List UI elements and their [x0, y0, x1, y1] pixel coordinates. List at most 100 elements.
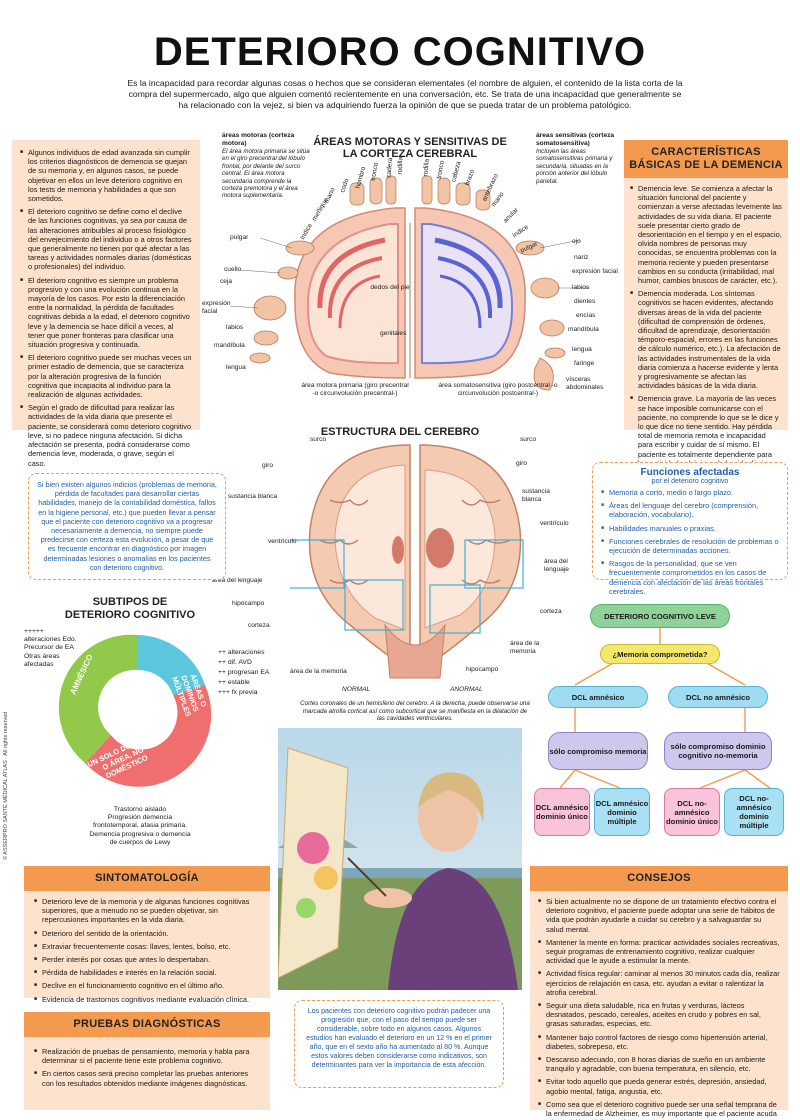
motor-label: rodilla	[396, 156, 405, 175]
list-item: El deterioro cognitivo puede ser muchas …	[20, 353, 192, 399]
brain-structure-title: ESTRUCTURA DEL CEREBRO	[320, 426, 480, 438]
list-item: Perder interés por cosas que antes lo de…	[34, 955, 260, 964]
list-item: En ciertos casos será preciso completar …	[34, 1069, 260, 1087]
advice-list: Si bien actualmente no se dispone de un …	[530, 891, 788, 1120]
note-line: de cuerpos de Lewy	[109, 838, 171, 846]
structure-label: hipocampo	[232, 600, 265, 607]
structure-label: surco	[310, 436, 327, 443]
note-line: ++ estable	[218, 679, 250, 686]
flow-node-non-memory-only: sólo compromiso dominio cognitivo no-mem…	[664, 732, 772, 770]
warning-box: Si bien existen algunos indicios (proble…	[28, 473, 226, 580]
list-item: Memoria a corto, medio o largo plazo.	[601, 488, 779, 497]
list-item: Demencia moderada. Los síntomas cognitiv…	[630, 289, 782, 390]
list-item: Declive en el funcionamiento cognitivo e…	[34, 981, 260, 990]
normal-label: NORMAL	[342, 686, 371, 693]
copyright-text: © ASSERPRO SANTÉ MÉDICAL ATLAS · All rig…	[3, 711, 9, 860]
page-title: DETERIORO COGNITIVO	[153, 30, 647, 74]
structure-label: corteza	[540, 608, 562, 615]
note-line: alteraciones Edo.	[24, 636, 77, 644]
subtypes-ring-chart	[58, 634, 212, 787]
structure-label: giro	[516, 460, 527, 467]
sensory-label: labios	[572, 284, 590, 291]
note-line: ++ dif. AVD	[218, 659, 252, 666]
structure-label: giro	[262, 462, 273, 469]
list-item: Evitar todo aquello que pueda generar es…	[538, 1077, 780, 1095]
sensory-label: rodilla	[422, 158, 431, 177]
center-label: genitales	[380, 330, 407, 337]
sensory-areas-head: áreas sensitivas (corteza somatosensitiv…	[536, 132, 615, 147]
symptoms-title: SINTOMATOLOGÍA	[24, 866, 270, 891]
list-item: Evidencia de trastornos cognitivos media…	[34, 995, 260, 1004]
functions-affected-box: Funciones afectadas por el deterioro cog…	[592, 462, 788, 596]
flow-node-memory-only: sólo compromiso memoria	[548, 732, 648, 770]
list-item: Demencia leve. Se comienza a afectar la …	[630, 184, 782, 285]
list-item: Algunos individuos de edad avanzada sin …	[20, 148, 192, 203]
tests-title: PRUEBAS DIAGNÓSTICAS	[24, 1012, 270, 1037]
flow-node-nonamnesic-single: DCL no-amnésico dominio único	[664, 788, 720, 836]
homunculus-illustration	[229, 175, 590, 391]
characteristics-list: Demencia leve. Se comienza a afectar la …	[624, 178, 788, 468]
motor-areas-section: ÁREAS MOTORAS Y SENSITIVAS DE LA CORTEZA…	[200, 128, 620, 418]
functions-subtitle: por el deterioro cognitivo	[651, 478, 729, 485]
flow-node-amnesic: DCL amnésico	[548, 686, 648, 708]
flow-connectors	[559, 628, 771, 789]
note-line: ++ alteraciones	[218, 649, 265, 656]
sensory-label: encías	[576, 312, 596, 319]
sensory-label: ojo	[572, 238, 581, 245]
note-line: Demencia progresiva o demencia	[89, 830, 191, 838]
list-item: Seguir una dieta saludable, rica en frut…	[538, 1001, 780, 1029]
list-item: Habilidades manuales o praxias.	[601, 524, 779, 533]
structure-label: corteza	[248, 622, 270, 629]
symptoms-section: SINTOMATOLOGÍA Deterioro leve de la memo…	[24, 866, 270, 1004]
list-item: Mantener la mente en forma: practicar ac…	[538, 938, 780, 966]
sensory-label: mandíbula	[568, 326, 599, 333]
functions-list: Memoria a corto, medio o largo plazo. Áre…	[601, 488, 779, 596]
progression-box: Los pacientes con deterioro cognitivo po…	[294, 1000, 504, 1088]
functions-title: Funciones afectadas	[640, 467, 740, 478]
structure-label: sustancia blanca	[522, 488, 550, 503]
motor-label: expresión facial	[202, 300, 231, 315]
motor-label: cuello	[224, 266, 242, 273]
flow-node-question: ¿Memoria comprometida?	[600, 644, 720, 664]
note-line: Otras áreas	[24, 652, 60, 660]
list-item: Realización de pruebas de pensamiento, m…	[34, 1047, 260, 1065]
structure-label: ventrículo	[268, 538, 297, 545]
motor-label: labios	[226, 324, 244, 331]
list-item: Actividad física regular: caminar al men…	[538, 969, 780, 997]
list-item: Áreas del lenguaje del cerebro (comprens…	[601, 501, 779, 519]
symptoms-list: Deterioro leve de la memoria y de alguna…	[24, 891, 270, 1004]
structure-label: ventrículo	[540, 520, 569, 527]
note-line: frontotemporal, afasia primaria.	[92, 822, 188, 830]
note-line: Precursor de EA	[24, 644, 74, 652]
sensory-label: vísceras abdominales	[566, 376, 604, 391]
note-line: ++ progresan EA	[218, 669, 270, 676]
list-item: Deterioro del sentido de la orientación.	[34, 929, 260, 938]
left-info-list: Algunos individuos de edad avanzada sin …	[20, 148, 192, 468]
subtype-right-note: ++ alteraciones ++ dif. AVD ++ progresan E…	[218, 648, 269, 698]
list-item: Descanso adecuado, con 8 horas diarias d…	[538, 1055, 780, 1073]
flow-node-amnesic-single: DCL amnésico dominio único	[534, 788, 590, 836]
sensory-label: dientes	[574, 298, 596, 305]
motor-areas-title: ÁREAS MOTORAS Y SENSITIVAS DE LA CORTEZA…	[313, 136, 507, 160]
tests-section: PRUEBAS DIAGNÓSTICAS Realización de prue…	[24, 1012, 270, 1110]
motor-label: ceja	[220, 278, 233, 285]
advice-section: CONSEJOS Si bien actualmente no se dispo…	[530, 866, 788, 1120]
note-line: Trastorno aislado	[113, 806, 167, 813]
intro-text: Es la incapacidad para recordar algunas …	[127, 78, 683, 110]
list-item: Como sea que el deterioro cognitivo pued…	[538, 1100, 780, 1120]
motor-label: pulgar	[230, 234, 249, 241]
list-item: Funciones cerebrales de resolución de pr…	[601, 537, 779, 555]
flow-node-mci: DETERIORO COGNITIVO LEVE	[590, 604, 730, 628]
woman-painting-photo	[278, 728, 522, 990]
list-item: Deterioro leve de la memoria y de alguna…	[34, 897, 260, 925]
note-line: +++ fx previa	[218, 689, 258, 696]
list-item: Demencia grave. La mayoría de las veces …	[630, 394, 782, 468]
center-label: dedos del pie	[370, 284, 410, 291]
structure-label: área del lenguaje	[212, 577, 263, 584]
structure-label: área del lenguaje	[544, 558, 569, 573]
list-item: Pérdida de habilidades e interés en la r…	[34, 968, 260, 977]
motor-label: lengua	[226, 364, 246, 371]
sensory-label: lengua	[572, 346, 592, 353]
motor-areas-head: áreas motoras (corteza motora)	[222, 132, 295, 147]
